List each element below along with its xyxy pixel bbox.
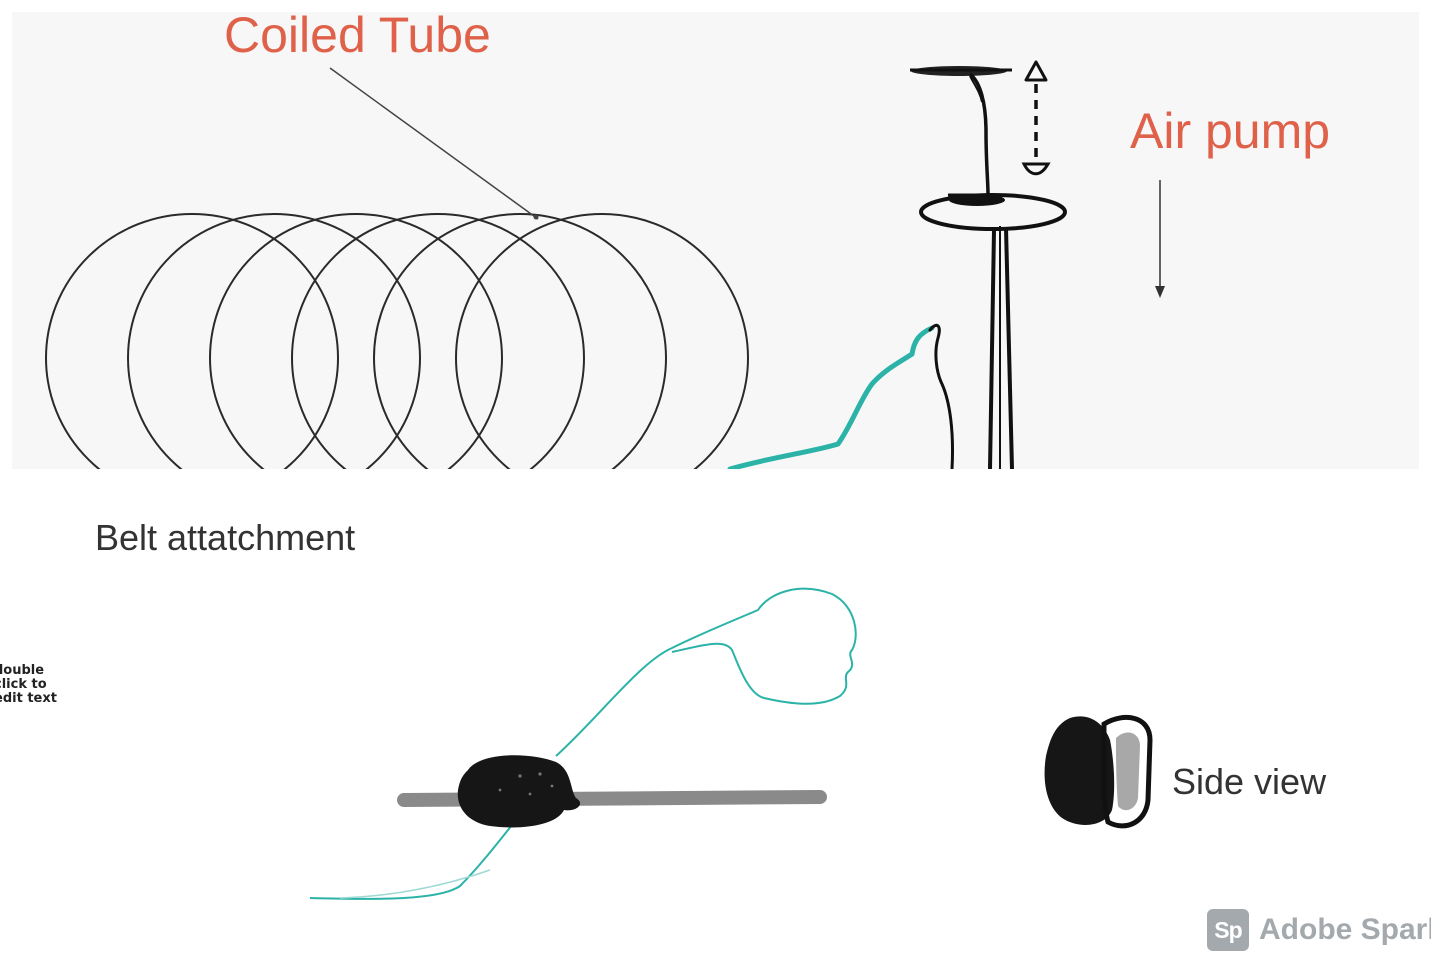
pump-handle [910, 66, 1012, 195]
air-pump-label: Air pump [1130, 103, 1331, 159]
adobe-spark-watermark: Sp Adobe Spark [1207, 908, 1431, 952]
coiled-tube-label: Coiled Tube [224, 12, 491, 63]
belt-clip [457, 755, 581, 828]
coil-loop [45, 213, 339, 469]
edit-text-hint[interactable]: double click to edit text [0, 663, 57, 706]
belt-strap [397, 790, 827, 807]
side-view-clip [1044, 714, 1153, 829]
teal-tube [727, 325, 935, 469]
coiled-tube-drawing [45, 213, 749, 469]
coiled-tube-leader-line [329, 67, 539, 220]
coil-loop [373, 213, 667, 469]
belt-teal-tube-lower-faint [339, 869, 491, 899]
leader-line-dot [533, 214, 539, 220]
top-sketch [45, 60, 1165, 469]
pump-shaft [988, 226, 1014, 469]
pump-motion-arrow [1021, 60, 1051, 176]
adobe-spark-name: Adobe Spark [1259, 913, 1431, 946]
pump-outlet-hook [928, 323, 954, 469]
side-view-label: Side view [1172, 761, 1327, 802]
air-pump-arrow [1155, 180, 1165, 298]
coil-loop [291, 213, 585, 469]
belt-teal-tube-upper [555, 587, 857, 757]
coil-loop [455, 213, 749, 469]
adobe-spark-logo-icon: Sp [1207, 909, 1249, 951]
coil-loop [127, 213, 421, 469]
pump-body [919, 193, 1067, 231]
coil-loop [209, 213, 503, 469]
belt-teal-tube-lower [309, 819, 517, 900]
coiled-tube-panel: Coiled Tube Air pump [12, 12, 1419, 469]
belt-attachment-label: Belt attatchment [95, 517, 356, 558]
